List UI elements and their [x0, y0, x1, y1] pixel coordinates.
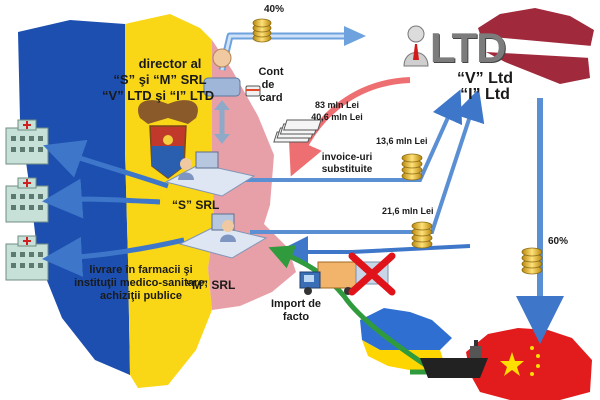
hospital-icon	[5, 119, 49, 165]
arrow-m-to-hospital	[42, 236, 185, 277]
delivery-label-line2: instituţii medico-sanitare;	[74, 277, 208, 289]
ltd-logo-text: LTD	[430, 24, 507, 71]
ltd-logo-icon	[403, 25, 429, 67]
moldova-map	[18, 14, 296, 388]
arrow-import-route	[268, 245, 432, 371]
invoice-label-line1: invoice-uri	[321, 152, 373, 163]
percent-60-label: 60%	[548, 236, 569, 247]
arrow-director-to-ltd	[218, 32, 344, 71]
director-label-line3: “V” LTD şi “I” LTD	[102, 88, 215, 103]
delivery-label-line1: livrare în farmacii şi	[89, 264, 193, 276]
director-label-line1: director al	[138, 56, 202, 71]
s-srl-label: “S” SRL	[172, 198, 220, 212]
import-label-line1: Import de	[270, 298, 322, 310]
arrow-return-to-m	[276, 236, 471, 268]
hospital-icon	[5, 177, 49, 223]
coin-stack-icon	[521, 247, 543, 275]
cont-card-label-line2: de	[261, 79, 275, 91]
i-ltd-label: “I” Ltd	[460, 86, 510, 103]
coin-stack-icon	[411, 221, 433, 249]
m-srl-label: “M” SRL	[186, 278, 236, 292]
s-srl-office-icon	[164, 151, 256, 197]
amount-83-line1: 83 mln Lei	[314, 100, 359, 110]
amount-13-label: 13,6 mln Lei	[376, 136, 428, 146]
truck-icon	[299, 261, 361, 295]
amount-83-line2: 40,6 mln Lei	[311, 112, 363, 122]
hospital-icon	[5, 235, 49, 281]
cont-card-label-line1: Cont	[258, 66, 284, 78]
moldova-coat-of-arms	[138, 100, 198, 179]
arrow-s-to-ltd	[230, 89, 463, 182]
percent-40-label: 40%	[264, 4, 285, 15]
director-label-line2: “S” şi “M” SRL	[113, 72, 207, 87]
invoice-label-line2: substituite	[321, 164, 373, 175]
ship-icon	[420, 340, 488, 378]
card-icon	[245, 85, 261, 97]
director-person-icon	[203, 48, 241, 97]
latvia-map	[478, 8, 594, 84]
amount-21-label: 21,6 mln Lei	[382, 206, 434, 216]
blocked-cross-icon	[348, 252, 396, 296]
import-label-line2: facto	[282, 311, 310, 323]
arrow-ltd-to-invoices	[288, 77, 411, 177]
m-srl-office-icon	[178, 213, 268, 259]
delivery-label-line3: achiziţii publice	[100, 290, 182, 302]
v-ltd-label: “V” Ltd	[457, 70, 513, 87]
invoice-documents-icon	[273, 119, 322, 143]
china-map	[466, 328, 592, 400]
coin-stack-icon	[252, 18, 272, 43]
coin-stack-icon	[401, 153, 423, 181]
link-arrow-icon	[214, 100, 230, 144]
cont-card-label-line3: card	[259, 92, 283, 104]
arrow-s-to-hospital-2	[42, 178, 161, 219]
arrow-s-to-hospital-1	[43, 139, 169, 189]
